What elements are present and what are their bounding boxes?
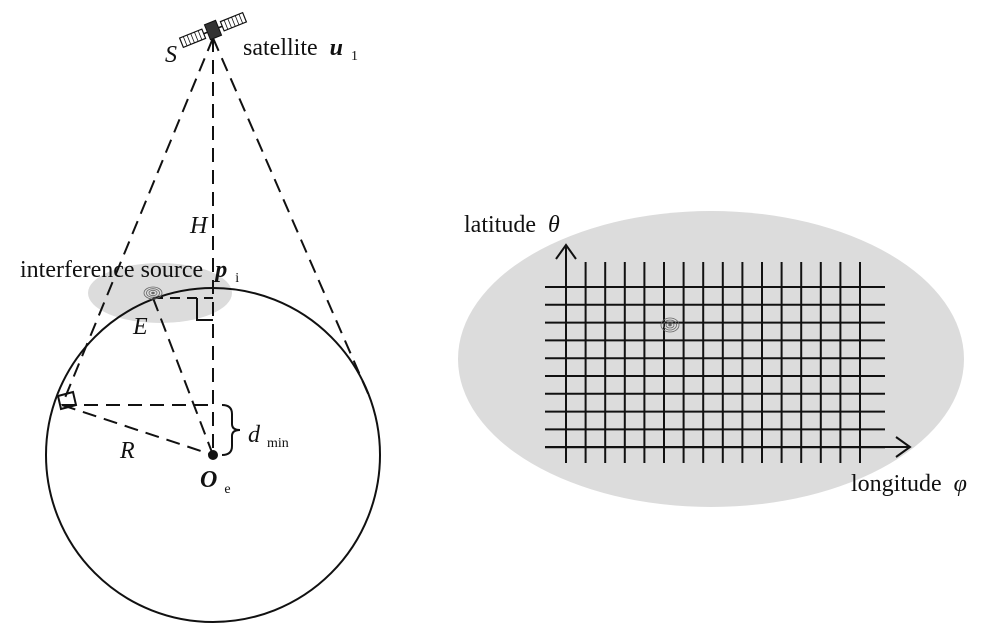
- right-angle-mark-top: [196, 298, 213, 321]
- label-S: S: [165, 42, 177, 68]
- label-O-e: O e: [200, 467, 231, 497]
- label-O-symbol: O: [200, 467, 217, 493]
- label-R: R: [119, 438, 135, 464]
- label-satellite-symbol: u: [330, 35, 343, 61]
- grid-interference-source-icon: [660, 317, 680, 333]
- label-interference-symbol: p: [213, 257, 227, 283]
- label-interference-text: interference source: [20, 257, 203, 283]
- label-d-subscript: min: [267, 436, 289, 451]
- label-interference-source: interference source p i: [20, 257, 239, 286]
- label-O-subscript: e: [224, 482, 230, 497]
- label-d-min: d min: [248, 422, 289, 451]
- cone-left-line: [61, 37, 214, 406]
- arrow-right-icon: [895, 436, 912, 458]
- label-latitude-text: latitude: [464, 212, 536, 238]
- label-longitude-text: longitude: [851, 471, 942, 497]
- right-angle-mark-tangent: [56, 390, 78, 411]
- radius-line: [61, 404, 214, 456]
- dmin-brace: [221, 404, 241, 456]
- label-latitude: latitude θ: [464, 212, 560, 238]
- label-latitude-symbol: θ: [548, 212, 560, 238]
- label-satellite: satellite u 1: [243, 35, 358, 64]
- label-satellite-text: satellite: [243, 35, 318, 61]
- label-interference-subscript: i: [235, 271, 239, 286]
- left-diagram: S satellite u 1 H interference source p …: [20, 11, 381, 623]
- source-radius-line: [152, 297, 214, 456]
- label-H: H: [189, 213, 209, 239]
- label-longitude: longitude φ: [851, 471, 967, 497]
- satellite-icon: [178, 11, 248, 49]
- earth-center-dot: [208, 450, 218, 460]
- cone-right-line: [212, 37, 371, 399]
- label-longitude-symbol: φ: [954, 471, 967, 497]
- label-d-symbol: d: [248, 422, 261, 448]
- label-satellite-subscript: 1: [351, 49, 358, 64]
- arrow-up-icon: [555, 243, 577, 260]
- label-E: E: [132, 314, 148, 340]
- right-diagram: latitude θ longitude φ: [458, 211, 967, 507]
- interference-source-icon: [143, 286, 163, 300]
